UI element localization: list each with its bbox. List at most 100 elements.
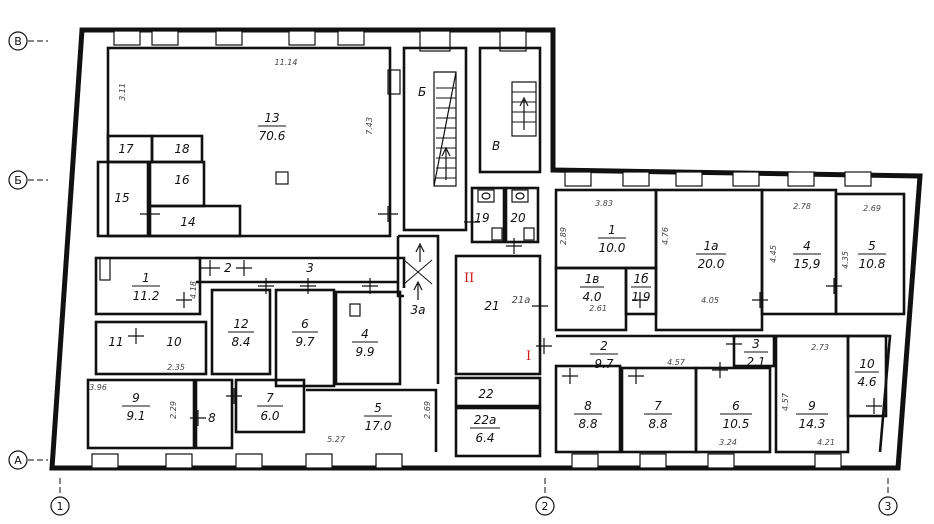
room-e10-number: 10 bbox=[859, 357, 875, 371]
room-l7: 7 6.0 bbox=[257, 391, 283, 423]
room-l7-number: 7 bbox=[266, 391, 274, 405]
room-14-number: 14 bbox=[180, 215, 195, 229]
room-e5: 5 10.8 bbox=[858, 239, 886, 271]
entrance-3a-stairs bbox=[403, 242, 433, 300]
windows bbox=[91, 30, 872, 469]
axis-row-b: Б bbox=[8, 170, 48, 190]
room-e6-area: 10.5 bbox=[723, 417, 750, 431]
room-e7-area: 8.8 bbox=[648, 417, 667, 431]
room-e5-area: 10.8 bbox=[859, 257, 886, 271]
room-e1: 1 10.0 bbox=[598, 223, 626, 255]
room-l4-area: 9.9 bbox=[355, 345, 374, 359]
room-l12-number: 12 bbox=[233, 317, 248, 331]
axis-markers: В Б А 1 2 3 bbox=[8, 31, 898, 516]
room-labels: 13 70.6 17 18 16 15 14 19 20 1 11.2 2 3 … bbox=[108, 111, 886, 445]
room-l7-area: 6.0 bbox=[260, 409, 279, 423]
section-ii-mark: II bbox=[464, 271, 474, 286]
room-e4-number: 4 bbox=[803, 239, 811, 253]
room-e2: 2 9.7 bbox=[590, 339, 618, 371]
room-e9-area: 14.3 bbox=[799, 417, 826, 431]
room-19-number: 19 bbox=[474, 211, 489, 225]
room-22a-number: 22а bbox=[474, 413, 497, 427]
room-22a: 22а 6.4 bbox=[470, 413, 500, 445]
dim-405: 4.05 bbox=[701, 296, 719, 305]
dim-289: 2.89 bbox=[559, 227, 568, 245]
room-e5-number: 5 bbox=[868, 239, 876, 253]
room-e4-area: 15,9 bbox=[794, 257, 821, 271]
dim-229: 2.29 bbox=[169, 401, 178, 419]
room-l3-number: 3 bbox=[306, 261, 314, 275]
room-13-area: 70.6 bbox=[259, 129, 286, 143]
room-e8: 8 8.8 bbox=[574, 399, 602, 431]
dim-278: 2.78 bbox=[793, 202, 811, 211]
room-e10: 10 4.6 bbox=[855, 357, 879, 389]
room-e10-area: 4.6 bbox=[857, 375, 876, 389]
room-e1a-area: 20.0 bbox=[698, 257, 725, 271]
dim-476: 4.76 bbox=[661, 227, 670, 245]
room-e1a: 1а 20.0 bbox=[696, 239, 726, 271]
room-l6-number: 6 bbox=[301, 317, 309, 331]
room-e1b-number: 1б bbox=[633, 272, 649, 286]
room-e6: 6 10.5 bbox=[720, 399, 752, 431]
room-l12: 12 8.4 bbox=[228, 317, 254, 349]
stair-v-label: В bbox=[492, 139, 500, 153]
column-mark bbox=[275, 171, 289, 185]
room-15-number: 15 bbox=[114, 191, 129, 205]
room-e3-area: 2.1 bbox=[746, 355, 765, 369]
stair-b-treads bbox=[433, 71, 457, 187]
dim-269-a: 2.69 bbox=[423, 401, 432, 419]
dim-457-b: 4.57 bbox=[781, 392, 790, 411]
dim-1114: 11.14 bbox=[275, 58, 298, 67]
axis-col-3: 3 bbox=[878, 478, 898, 516]
room-e9: 9 14.3 bbox=[796, 399, 828, 431]
room-l9-number: 9 bbox=[132, 391, 140, 405]
dim-311: 3.11 bbox=[118, 83, 127, 101]
room-l5-number: 5 bbox=[374, 401, 382, 415]
room-e7-number: 7 bbox=[654, 399, 662, 413]
room-e3: 3 2.1 bbox=[744, 337, 768, 369]
dim-457-a: 4.57 bbox=[667, 358, 686, 367]
room-e8-number: 8 bbox=[584, 399, 592, 413]
room-l4: 4 9.9 bbox=[352, 327, 378, 359]
dim-435: 4.35 bbox=[841, 251, 850, 269]
room-e1v: 1в 4.0 bbox=[580, 272, 604, 304]
door-marks bbox=[128, 206, 882, 426]
axis-col-3-label: 3 bbox=[885, 500, 892, 513]
dim-261: 2.61 bbox=[589, 304, 607, 313]
room-l9: 9 9.1 bbox=[122, 391, 150, 423]
dimension-labels: 11.14 3.11 7.43 4.18 2.35 3.96 2.29 5.27… bbox=[89, 58, 881, 447]
stair-v-treads bbox=[511, 81, 537, 137]
dim-324: 3.24 bbox=[719, 438, 737, 447]
room-e3-number: 3 bbox=[752, 337, 760, 351]
room-l12-area: 8.4 bbox=[231, 335, 250, 349]
dim-743: 7.43 bbox=[365, 117, 374, 135]
room-21-number: 21 bbox=[484, 299, 499, 313]
axis-row-v: В bbox=[8, 31, 48, 51]
room-e1a-number: 1а bbox=[704, 239, 719, 253]
room-l3a-number: 3а bbox=[411, 303, 426, 317]
axis-row-v-label: В bbox=[14, 35, 22, 48]
room-l6-area: 9.7 bbox=[295, 335, 314, 349]
stair-b-label: Б bbox=[418, 85, 426, 99]
dim-396: 3.96 bbox=[89, 383, 107, 392]
dim-383: 3.83 bbox=[595, 199, 613, 208]
axis-col-2: 2 bbox=[535, 478, 555, 516]
room-e7: 7 8.8 bbox=[644, 399, 672, 431]
section-i-mark: I bbox=[526, 349, 531, 364]
dim-445: 4.45 bbox=[769, 245, 778, 263]
room-20-number: 20 bbox=[510, 211, 526, 225]
room-e1-area: 10.0 bbox=[599, 241, 626, 255]
dim-269-b: 2.69 bbox=[863, 204, 881, 213]
room-l5: 5 17.0 bbox=[364, 401, 392, 433]
room-e4: 4 15,9 bbox=[793, 239, 821, 271]
axis-col-1: 1 bbox=[50, 478, 70, 516]
room-22a-area: 6.4 bbox=[475, 431, 494, 445]
room-e1v-area: 4.0 bbox=[582, 290, 601, 304]
room-e9-number: 9 bbox=[808, 399, 816, 413]
room-e1v-number: 1в bbox=[585, 272, 600, 286]
room-21a-number: 21а bbox=[512, 295, 531, 306]
dim-235: 2.35 bbox=[167, 363, 185, 372]
room-l1-area: 11.2 bbox=[133, 289, 160, 303]
room-l6: 6 9.7 bbox=[292, 317, 318, 349]
